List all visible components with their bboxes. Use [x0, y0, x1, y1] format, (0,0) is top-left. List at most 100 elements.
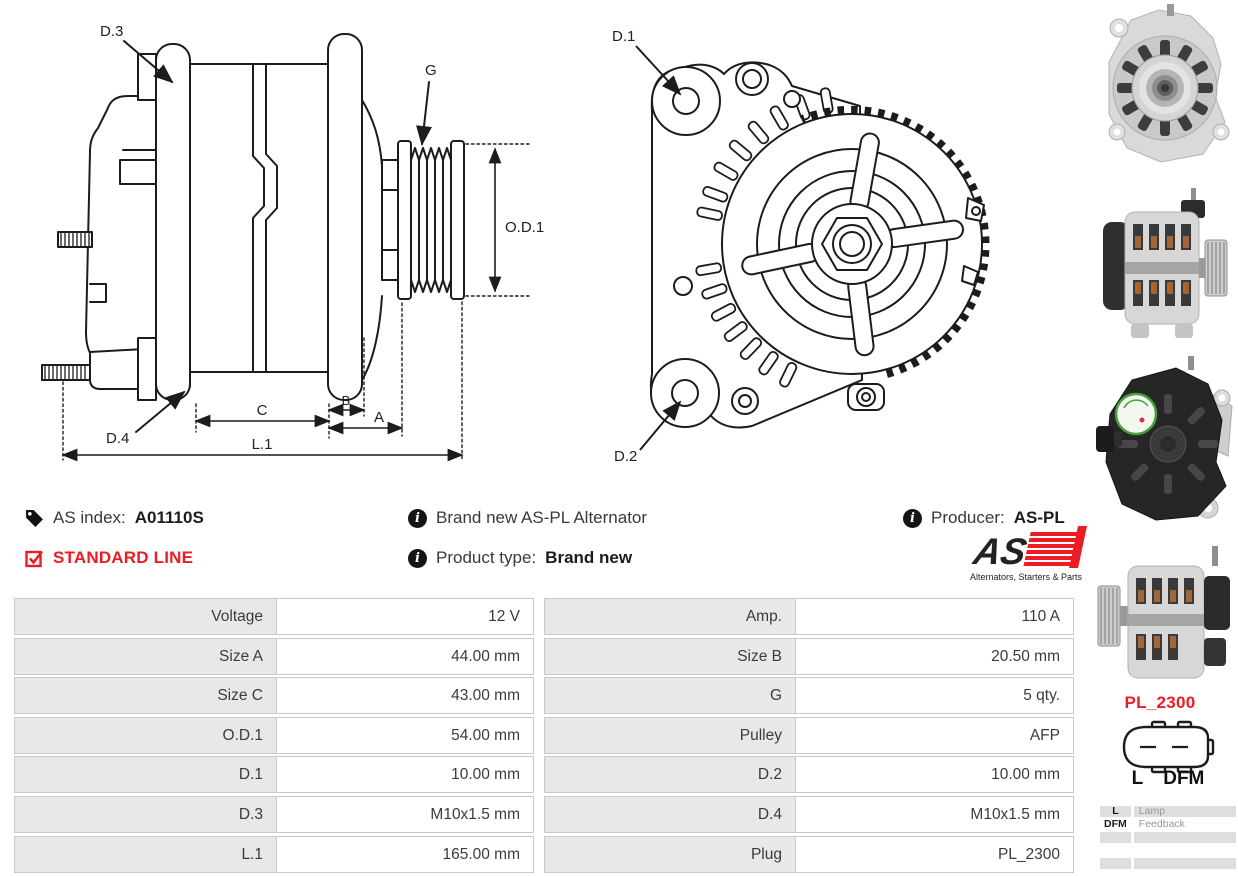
product-line-row: STANDARD LINE	[25, 548, 193, 568]
side-view-technical-drawing: D.3 G O.D.1 D.4 C B A L.1	[41, 23, 544, 462]
spec-value: 10.00 mm	[795, 756, 1074, 794]
spec-value: 54.00 mm	[276, 716, 534, 754]
legend-row	[1100, 845, 1236, 856]
spec-value: 43.00 mm	[276, 677, 534, 715]
pulley	[397, 140, 465, 300]
producer-row: i Producer: AS-PL	[903, 508, 1065, 528]
shaft	[381, 159, 399, 281]
legend-key: L	[1100, 806, 1131, 817]
legend-desc	[1133, 858, 1236, 869]
pin-dfm: DFM	[1163, 768, 1205, 789]
brand-new-row: i Brand new AS-PL Alternator	[408, 508, 647, 528]
spec-label: G	[544, 677, 796, 715]
plug-legend: L Lamp DFM Feedback	[1100, 806, 1236, 871]
product-type-label: Product type:	[436, 548, 537, 567]
spec-label: Size A	[14, 637, 277, 675]
checked-checkbox-icon	[25, 550, 44, 567]
as-pl-logo: AS Alternators, Starters & Parts	[969, 526, 1087, 582]
legend-key	[1100, 858, 1131, 869]
brand-new-text: Brand new AS-PL Alternator	[436, 508, 648, 527]
spec-label: D.4	[544, 795, 796, 833]
rear-mount-ear	[155, 43, 191, 401]
spec-label: Plug	[544, 835, 796, 873]
spec-label: D.1	[14, 756, 277, 794]
logo-tagline: Alternators, Starters & Parts	[970, 572, 1083, 582]
info-icon: i	[408, 508, 427, 528]
plug-pin-labels: L DFM	[1118, 768, 1218, 790]
legend-desc	[1133, 832, 1236, 843]
housing-body	[189, 63, 333, 373]
legend-row	[1100, 858, 1236, 869]
spec-label: O.D.1	[14, 716, 277, 754]
spec-label: Pulley	[544, 716, 796, 754]
plug-name: PL_2300	[1124, 693, 1196, 712]
legend-row	[1100, 832, 1236, 843]
label-g: G	[425, 62, 437, 79]
as-index-label: AS index:	[53, 508, 126, 527]
legend-key	[1100, 832, 1131, 843]
legend-key: DFM	[1100, 819, 1131, 830]
label-c: C	[257, 402, 268, 419]
product-photo-front	[1108, 4, 1230, 163]
spec-value: 12 V	[276, 598, 534, 635]
legend-row: DFM Feedback	[1100, 819, 1236, 830]
dim-od1	[465, 143, 531, 297]
spec-value: 10.00 mm	[276, 756, 534, 794]
product-type-row: i Product type: Brand new	[408, 548, 632, 568]
product-photo-rear	[1096, 356, 1233, 521]
front-mount-ear	[327, 33, 363, 401]
spec-row: D.3 M10x1.5 mm D.4 M10x1.5 mm	[14, 795, 1080, 833]
spec-row: Voltage 12 V Amp. 110 A	[14, 598, 1080, 635]
spec-value: 5 qty.	[795, 677, 1074, 715]
producer-value: AS-PL	[1013, 508, 1065, 527]
spec-value: M10x1.5 mm	[276, 795, 534, 833]
spec-value: 20.50 mm	[795, 637, 1074, 675]
spec-value: AFP	[795, 716, 1074, 754]
spec-value: PL_2300	[795, 835, 1074, 873]
as-index-row: AS index: A01110S	[25, 508, 204, 528]
spec-value: 110 A	[795, 598, 1074, 635]
label-l1: L.1	[252, 436, 273, 453]
spec-label: D.3	[14, 795, 277, 833]
label-a: A	[374, 409, 384, 426]
legend-desc: Lamp	[1133, 806, 1236, 817]
standard-line-badge: STANDARD LINE	[53, 548, 194, 567]
spec-row: Size A 44.00 mm Size B 20.50 mm	[14, 637, 1080, 675]
as-index-value: A01110S	[134, 508, 204, 527]
pin-l: L	[1131, 768, 1144, 789]
spec-row: O.D.1 54.00 mm Pulley AFP	[14, 716, 1080, 754]
producer-label: Producer:	[931, 508, 1005, 527]
spec-value: 44.00 mm	[276, 637, 534, 675]
threaded-stud-upper	[57, 231, 93, 248]
label-d4: D.4	[106, 430, 129, 447]
label-d3: D.3	[100, 23, 123, 40]
spec-value: 165.00 mm	[276, 835, 534, 873]
spec-label: Voltage	[14, 598, 277, 635]
legend-desc	[1133, 845, 1236, 856]
tag-icon	[26, 509, 43, 527]
info-icon: i	[408, 548, 427, 568]
spec-label: D.2	[544, 756, 796, 794]
spec-row: D.1 10.00 mm D.2 10.00 mm	[14, 756, 1080, 794]
logo-text: AS	[969, 530, 1030, 572]
spec-label: Amp.	[544, 598, 796, 635]
label-b: B	[342, 393, 351, 408]
spec-label: Size B	[544, 637, 796, 675]
product-photo-side-left	[1097, 546, 1230, 679]
label-d2: D.2	[614, 448, 637, 465]
info-icon: i	[903, 508, 922, 528]
front-view-technical-drawing: D.1 D.2	[612, 28, 990, 465]
legend-desc: Feedback	[1133, 819, 1236, 830]
spec-value: M10x1.5 mm	[795, 795, 1074, 833]
spec-table: Voltage 12 V Amp. 110 A Size A 44.00 mm …	[14, 598, 1080, 875]
product-photo-side-right	[1103, 188, 1228, 338]
spec-label: Size C	[14, 677, 277, 715]
spec-row: Size C 43.00 mm G 5 qty.	[14, 677, 1080, 715]
plug-connector-diagram	[1122, 720, 1215, 774]
mount-hole-d2	[671, 379, 699, 407]
legend-key	[1100, 845, 1131, 856]
label-d1: D.1	[612, 28, 635, 45]
label-od1: O.D.1	[505, 219, 544, 236]
spec-row: L.1 165.00 mm Plug PL_2300	[14, 835, 1080, 873]
